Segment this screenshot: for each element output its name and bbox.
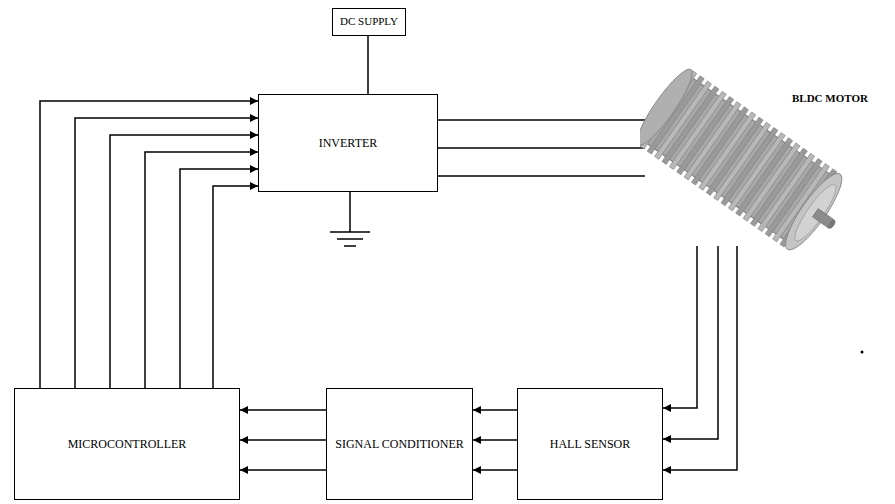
- hall-sensor-box: HALL SENSOR: [517, 388, 663, 500]
- signal-wire: [438, 119, 645, 121]
- box-label: DC SUPPLY: [336, 15, 402, 29]
- box-label: HALL SENSOR: [546, 437, 635, 452]
- signal-wire: [438, 147, 645, 149]
- microcontroller-box: MICROCONTROLLER: [14, 388, 240, 500]
- ground-symbol: [330, 192, 370, 246]
- signal-wire: [110, 135, 258, 388]
- signal-wire: [145, 152, 258, 388]
- bldc-motor: BLDC MOTOR: [640, 62, 850, 252]
- signal-wire: [75, 118, 258, 388]
- box-label: SIGNAL CONDITIONER: [331, 437, 468, 452]
- signal-conditioner-box: SIGNAL CONDITIONER: [326, 388, 473, 500]
- signal-wire: [40, 101, 258, 388]
- signal-wire: [473, 439, 517, 441]
- motor-drawing: [640, 62, 850, 252]
- signal-wire: [663, 246, 718, 439]
- motor-label: BLDC MOTOR: [790, 92, 870, 106]
- box-label: INVERTER: [315, 136, 382, 151]
- stray-dot: [861, 351, 864, 354]
- supply-box: DC SUPPLY: [332, 8, 406, 36]
- signal-wire: [240, 439, 326, 441]
- signal-wire: [240, 469, 326, 471]
- signal-wire: [367, 36, 369, 94]
- signal-wire: [663, 246, 737, 470]
- inverter-box: INVERTER: [258, 94, 438, 192]
- signal-wire: [213, 186, 258, 388]
- signal-wire: [240, 409, 326, 411]
- signal-wire: [180, 169, 258, 388]
- signal-wire: [473, 469, 517, 471]
- signal-wire: [438, 175, 645, 177]
- signal-wire: [473, 409, 517, 411]
- signal-wire: [663, 246, 697, 408]
- box-label: MICROCONTROLLER: [64, 437, 191, 452]
